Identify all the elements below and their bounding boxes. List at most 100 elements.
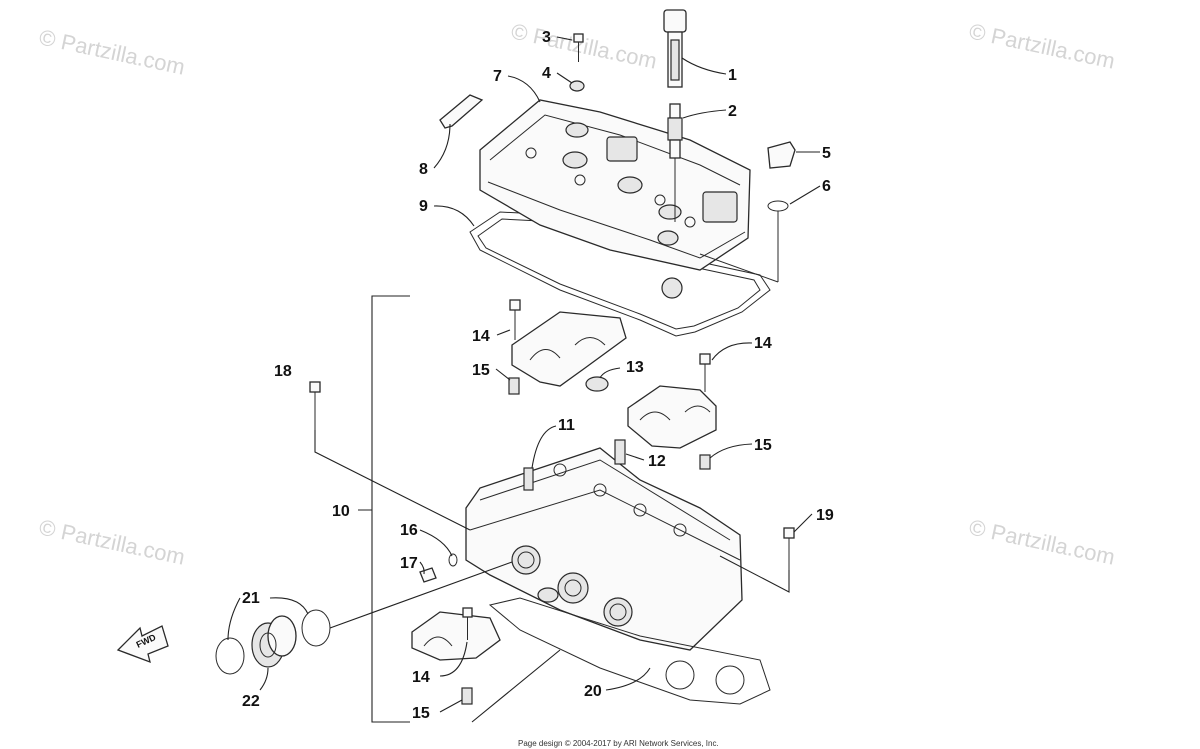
head-gasket-bore-1 — [665, 660, 695, 690]
callout-11: 11 — [558, 417, 575, 434]
callout-15-lower: 15 — [412, 705, 430, 722]
leader-20 — [605, 667, 651, 691]
spark-plug-bore-2 — [658, 204, 682, 220]
cover-bolt-head — [573, 33, 584, 43]
oil-gallery-washer — [448, 553, 458, 567]
callout-15-upper: 15 — [472, 362, 490, 379]
oil-filler-cap — [767, 141, 796, 169]
valve-cover-ridge — [489, 114, 741, 186]
cover-boss-2 — [617, 176, 643, 194]
leader-1 — [681, 57, 727, 75]
cover-boss-3 — [657, 230, 679, 246]
callout-14-upper: 14 — [472, 328, 490, 345]
page-footer: Page design © 2004-2017 by ARI Network S… — [518, 739, 719, 748]
callout-12: 12 — [648, 453, 666, 470]
callout-14-lower: 14 — [412, 669, 430, 686]
watermark-bottom-right: © Partzilla.com — [967, 514, 1117, 569]
head-bolt-side-head — [783, 527, 795, 539]
leader-22 — [259, 667, 269, 691]
cylinder-head-group — [309, 381, 795, 705]
valve-spring-seat-2 — [593, 483, 607, 497]
gasket-plug-seal — [661, 277, 683, 299]
callout-18: 18 — [274, 363, 292, 380]
cover-bolt-hole-3 — [654, 194, 666, 206]
leader-13 — [599, 367, 621, 379]
dowel-pin-lower — [461, 687, 473, 705]
leader-dowel-to-head — [471, 649, 561, 723]
spark-plug-terminal — [669, 103, 681, 119]
chain-guide-pin — [523, 467, 534, 491]
valve-spring-seat-4 — [673, 523, 687, 537]
cam-cap-upper — [511, 311, 627, 387]
leader-17 — [419, 561, 425, 575]
head-gasket — [488, 597, 771, 705]
leader-8 — [433, 123, 451, 169]
cam-cap-bolt-upper-head — [509, 299, 521, 311]
cylinder-head-deck — [469, 459, 741, 561]
callout-13: 13 — [626, 359, 644, 376]
leader-15a — [495, 368, 511, 381]
fwd-arrow-icon — [116, 625, 169, 664]
dowel-pin-right — [699, 454, 711, 470]
oil-cap-axis-line-2 — [699, 253, 779, 283]
cam-cap-bolt-right-head — [699, 353, 711, 365]
intake-boot-group: FWD — [116, 609, 331, 675]
leader-11 — [531, 425, 557, 469]
leader-3 — [556, 36, 573, 41]
valve-cover-group — [439, 9, 796, 337]
intake-port-2 — [557, 572, 589, 604]
cover-boss-1 — [562, 151, 588, 169]
watermark-top-right: © Partzilla.com — [967, 18, 1117, 73]
hose-clamp-left — [215, 637, 245, 675]
leader-21 — [227, 597, 309, 641]
watermark-top-center: © Partzilla.com — [509, 18, 659, 73]
hose-clamp-right — [301, 609, 331, 647]
watermark-bottom-left: © Partzilla.com — [37, 514, 187, 569]
callout-15-right: 15 — [754, 437, 772, 454]
cover-bolt-hole-4 — [684, 216, 696, 228]
leader-4 — [556, 72, 573, 84]
leader-6 — [789, 185, 821, 205]
callout-1: 1 — [728, 67, 737, 84]
callout-17: 17 — [400, 555, 418, 572]
valve-cover-ridge-lower — [487, 181, 746, 259]
dowel-pin-upper — [508, 377, 520, 395]
spark-plug-bore-1 — [565, 122, 589, 138]
intake-port-1 — [511, 545, 541, 575]
callout-3: 3 — [542, 29, 551, 46]
callout-6: 6 — [822, 178, 831, 195]
callout-2: 2 — [728, 103, 737, 120]
camshaft-caps-group — [411, 299, 717, 705]
chain-tensioner-guide — [614, 439, 626, 465]
callout-16: 16 — [400, 522, 418, 539]
watermark-top-left: © Partzilla.com — [37, 24, 187, 79]
callout-21: 21 — [242, 590, 260, 607]
callout-14-right: 14 — [754, 335, 772, 352]
water-outlet-fitting — [537, 587, 559, 603]
leader-15c — [439, 699, 463, 713]
cover-bracket — [439, 94, 484, 129]
callout-5: 5 — [822, 145, 831, 162]
callout-9: 9 — [419, 198, 428, 215]
cam-cap-right — [627, 385, 717, 449]
leader-15b — [709, 443, 753, 459]
callout-7: 7 — [493, 68, 502, 85]
intake-port-2-inner — [564, 579, 582, 597]
leader-18 — [314, 430, 471, 531]
ignition-coil-boot — [670, 39, 680, 81]
leader-lines — [227, 36, 821, 723]
intake-port-1-inner — [517, 551, 535, 569]
valve-spring-seat-3 — [633, 503, 647, 517]
cam-end-plug — [585, 376, 609, 392]
intake-port-3-inner — [609, 603, 627, 621]
callout-10: 10 — [332, 503, 350, 520]
cam-cap-right-saddle — [639, 405, 711, 421]
leader-14a — [496, 329, 511, 336]
cover-bolt-grommet — [569, 80, 585, 92]
leader-9 — [433, 205, 475, 227]
leader-12 — [625, 453, 645, 461]
cam-cap-lower-left — [411, 611, 501, 661]
leader-7 — [507, 75, 541, 103]
callout-22: 22 — [242, 693, 260, 710]
